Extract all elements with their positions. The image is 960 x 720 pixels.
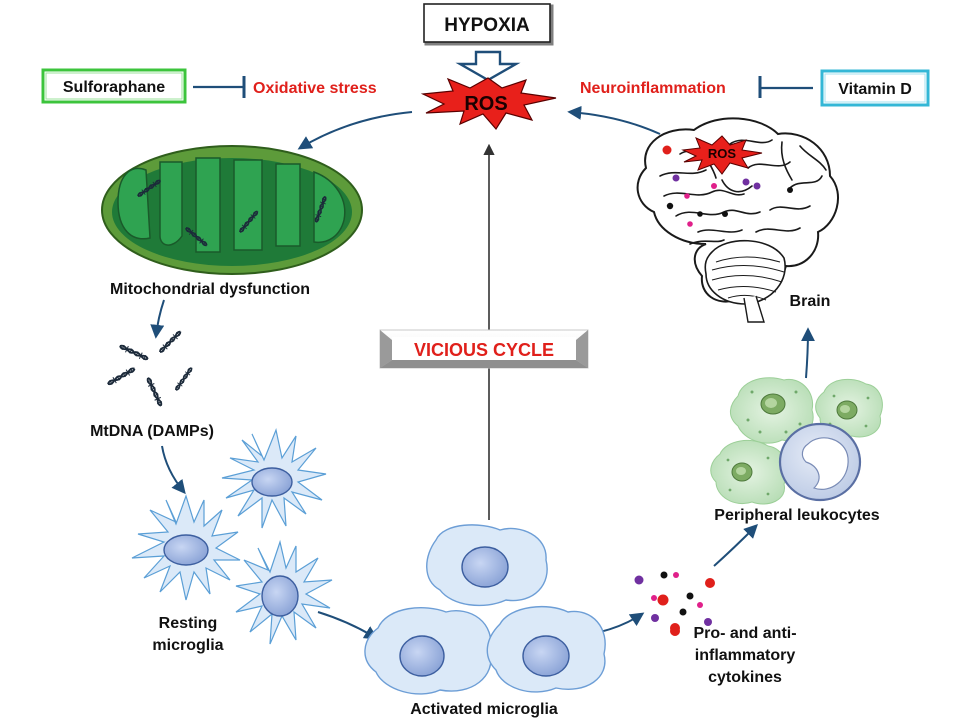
mitochondrial-dysfunction-label: Mitochondrial dysfunction — [110, 281, 310, 298]
arrow-cytokines-to-leukocytes — [713, 524, 758, 567]
arrow-activated-to-cytokines — [599, 612, 645, 633]
leukocyte-cell-1 — [730, 377, 814, 444]
mtdna-label: MtDNA (DAMPs) — [90, 423, 214, 440]
arrow-resting-to-activated — [317, 611, 379, 640]
hypoxia-down-arrow — [455, 50, 521, 82]
oxidative-stress-label: Oxidative stress — [253, 80, 377, 97]
resting-microglia — [131, 427, 333, 645]
vitamin-d-inhibition-line — [758, 76, 813, 98]
resting-microglia-cell-3 — [235, 539, 333, 645]
resting-microglia-label-line1: Resting — [159, 615, 218, 632]
cytokine-legend-dot — [670, 626, 680, 636]
resting-microglia-cell-2 — [131, 494, 241, 601]
mtdna-fragments — [105, 328, 195, 409]
resting-microglia-label-line2: microglia — [152, 637, 223, 654]
sulforaphane-box: Sulforaphane — [41, 68, 187, 104]
arrow-mito-to-mtdna — [150, 299, 165, 339]
lymphocyte-cell — [778, 422, 862, 502]
brain: ROS — [636, 117, 839, 323]
arrow-brain-to-ros — [567, 105, 661, 135]
ros-starburst: ROS — [420, 77, 557, 131]
cytokines-label-line2: inflammatory — [695, 647, 796, 664]
cytokines-label-line1: Pro- and anti- — [693, 625, 796, 642]
vicious-cycle-label: VICIOUS CYCLE — [414, 340, 554, 360]
leukocyte-cell-3 — [710, 439, 788, 505]
hypoxia-label: HYPOXIA — [444, 15, 530, 36]
sulforaphane-inhibition-line — [193, 76, 246, 98]
brain-label: Brain — [790, 293, 831, 310]
arrow-mtdna-to-resting — [161, 445, 186, 495]
leukocyte-cell-2 — [815, 378, 883, 439]
arrow-leukocytes-to-brain — [800, 327, 815, 379]
activated-microglia-cell-1 — [426, 524, 548, 607]
cytokine-particles — [634, 571, 715, 633]
vicious-cycle-banner: VICIOUS CYCLE — [379, 329, 589, 369]
neuroinflammation-label: Neuroinflammation — [580, 80, 726, 97]
brain-ros-starburst: ROS — [681, 135, 763, 175]
activated-microglia — [364, 524, 606, 695]
mitochondrion — [101, 145, 363, 275]
vitamin-d-label: Vitamin D — [838, 81, 912, 98]
resting-microglia-cell-1 — [221, 427, 327, 529]
activated-microglia-cell-2 — [364, 607, 492, 695]
brain-ros-label: ROS — [708, 146, 737, 161]
hypoxia-box: HYPOXIA — [423, 3, 554, 46]
vitamin-d-box: Vitamin D — [820, 69, 930, 107]
arrow-ros-to-mitochondria — [297, 111, 413, 150]
activated-microglia-cell-3 — [486, 606, 606, 693]
activated-microglia-label: Activated microglia — [410, 701, 558, 718]
cytokines-label-line3: cytokines — [708, 669, 782, 686]
sulforaphane-label: Sulforaphane — [63, 79, 165, 96]
peripheral-leukocytes — [710, 377, 883, 505]
peripheral-leukocytes-label: Peripheral leukocytes — [714, 507, 880, 524]
ros-label: ROS — [464, 93, 507, 115]
